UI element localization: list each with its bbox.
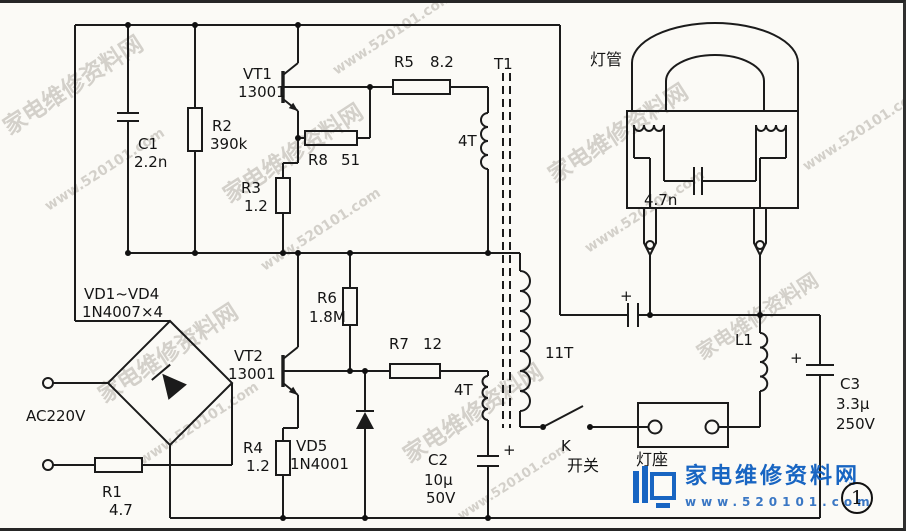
r2-ref-label: R2 [212, 117, 232, 135]
lamp-base [626, 110, 799, 209]
switch-ref-label: K [561, 437, 572, 455]
filament-right [755, 124, 787, 132]
wires [74, 24, 820, 519]
resistor-r6: R6 1.8M [309, 253, 358, 371]
c3-polarity-mark: + [790, 349, 803, 367]
t1-winding-top [480, 112, 489, 170]
resistor-r4: R4 1.2 [243, 439, 291, 518]
t1-secondary-label: 11T [545, 344, 574, 362]
vt2-emitter-arrow [288, 386, 298, 395]
lamp-pin-left [643, 207, 657, 258]
vd5-value-label: 1N4001 [290, 455, 349, 473]
lamp-tube-label: 灯管 [590, 50, 622, 69]
footer-site-url: www.520101.com [685, 495, 875, 510]
switch-blade [542, 405, 584, 428]
socket-label: 灯座 [636, 450, 668, 469]
vt1-emitter-arrow [288, 102, 298, 111]
figure-number-badge: 1 [841, 482, 873, 514]
c2-voltage-label: 50V [426, 489, 456, 507]
c1-ref-label: C1 [138, 135, 158, 153]
footer-site-name: 家电维修资料网 [685, 464, 861, 489]
bridge-value-label: 1N4007×4 [82, 303, 163, 321]
ac-terminal-bottom [42, 459, 54, 471]
capacitor-c2: + C2 10μ 50V [424, 441, 516, 518]
site-footer: 家电维修资料网 www.520101.com [632, 464, 875, 513]
r2-value-label: 390k [210, 135, 248, 153]
bridge-rectifier-vd1-vd4: VD1~VD4 1N4007×4 [82, 285, 234, 518]
transformer-t1: T1 4T 4T 11T [454, 55, 574, 428]
ac-voltage-label: AC220V [26, 407, 86, 425]
transistor-vt2: VT2 13001 [228, 253, 390, 441]
resistor-r3: R3 1.2 [241, 177, 291, 253]
lamp-pin-left-hole [645, 240, 655, 250]
figure-number: 1 [850, 487, 864, 509]
r6-ref-label: R6 [317, 289, 337, 307]
c2-ref-label: C2 [428, 451, 448, 469]
r7-ref-label: R7 [389, 335, 409, 353]
l1-coil [759, 332, 769, 392]
lamp-socket: 灯座 [636, 402, 760, 469]
tube-cap-value-label: 4.7n [644, 191, 677, 209]
t1-ref-label: T1 [493, 55, 513, 73]
filament-left [633, 124, 665, 132]
r5-ref-label: R5 [394, 53, 414, 71]
capacitor-dc-block: + [560, 287, 820, 327]
vt2-ref-label: VT2 [234, 347, 263, 365]
resistor-r5: R5 8.2 [283, 53, 488, 95]
vt1-ref-label: VT1 [243, 65, 272, 83]
ac-terminal-top [42, 377, 54, 389]
resistor-r1: R1 4.7 [94, 383, 233, 519]
r6-value-label: 1.8M [309, 308, 346, 326]
capacitor-c1: C1 2.2n [117, 25, 167, 253]
inductor-l1: L1 [735, 315, 769, 427]
lamp-pin-right-hole [755, 240, 765, 250]
r7-value-label: 12 [423, 335, 442, 353]
ac-input: AC220V [26, 377, 108, 471]
c2-value-label: 10μ [424, 471, 453, 489]
r8-value-label: 51 [341, 151, 360, 169]
lamp-tube: 灯管 4.7n [590, 22, 799, 315]
socket-contact-left [647, 419, 663, 435]
vd5-ref-label: VD5 [296, 437, 327, 455]
t1-winding-top-label: 4T [458, 132, 478, 150]
vt2-value-label: 13001 [228, 365, 276, 383]
t1-winding-bottom-branch [481, 371, 489, 456]
l1-ref-label: L1 [735, 331, 753, 349]
vt1-value-label: 13001 [238, 83, 286, 101]
resistor-r7: R7 12 [389, 335, 488, 379]
socket-contact-right [704, 419, 720, 435]
c3-value-label: 3.3μ [836, 395, 870, 413]
lamp-glass-inner [665, 54, 765, 111]
junction-dots [125, 22, 763, 521]
r8-ref-label: R8 [308, 151, 328, 169]
r4-ref-label: R4 [243, 439, 263, 457]
t1-winding-bottom-label: 4T [454, 381, 474, 399]
c3-voltage-label: 250V [836, 415, 876, 433]
site-logo-icon [633, 466, 676, 508]
r3-ref-label: R3 [241, 179, 261, 197]
lamp-pin-right [753, 207, 767, 258]
ballast-circuit-schematic: C1 2.2n R2 390k VT1 13001 [26, 22, 876, 521]
switch-label: 开关 [567, 456, 599, 475]
dc-block-polarity-mark: + [620, 287, 633, 305]
r1-ref-label: R1 [102, 483, 122, 501]
diode-vd5: VD5 1N4001 [290, 371, 374, 518]
switch-k: K 开关 [520, 405, 648, 475]
r1-value-label: 4.7 [109, 501, 133, 519]
lamp-glass-outer [631, 22, 799, 111]
transistor-vt1: VT1 13001 [238, 25, 299, 178]
bridge-ref-label: VD1~VD4 [84, 285, 159, 303]
resistor-r2: R2 390k [187, 25, 248, 253]
r3-value-label: 1.2 [244, 197, 268, 215]
r4-value-label: 1.2 [246, 457, 270, 475]
c2-polarity-mark: + [503, 441, 516, 459]
r5-value-label: 8.2 [430, 53, 454, 71]
c1-value-label: 2.2n [134, 153, 167, 171]
bridge-diode-symbol [151, 363, 187, 400]
c3-ref-label: C3 [840, 375, 860, 393]
t1-winding-bottom [481, 375, 489, 421]
t1-secondary-winding [519, 270, 531, 412]
capacitor-c3: + C3 3.3μ 250V [790, 315, 876, 518]
resistor-r8: R8 51 [298, 87, 371, 169]
